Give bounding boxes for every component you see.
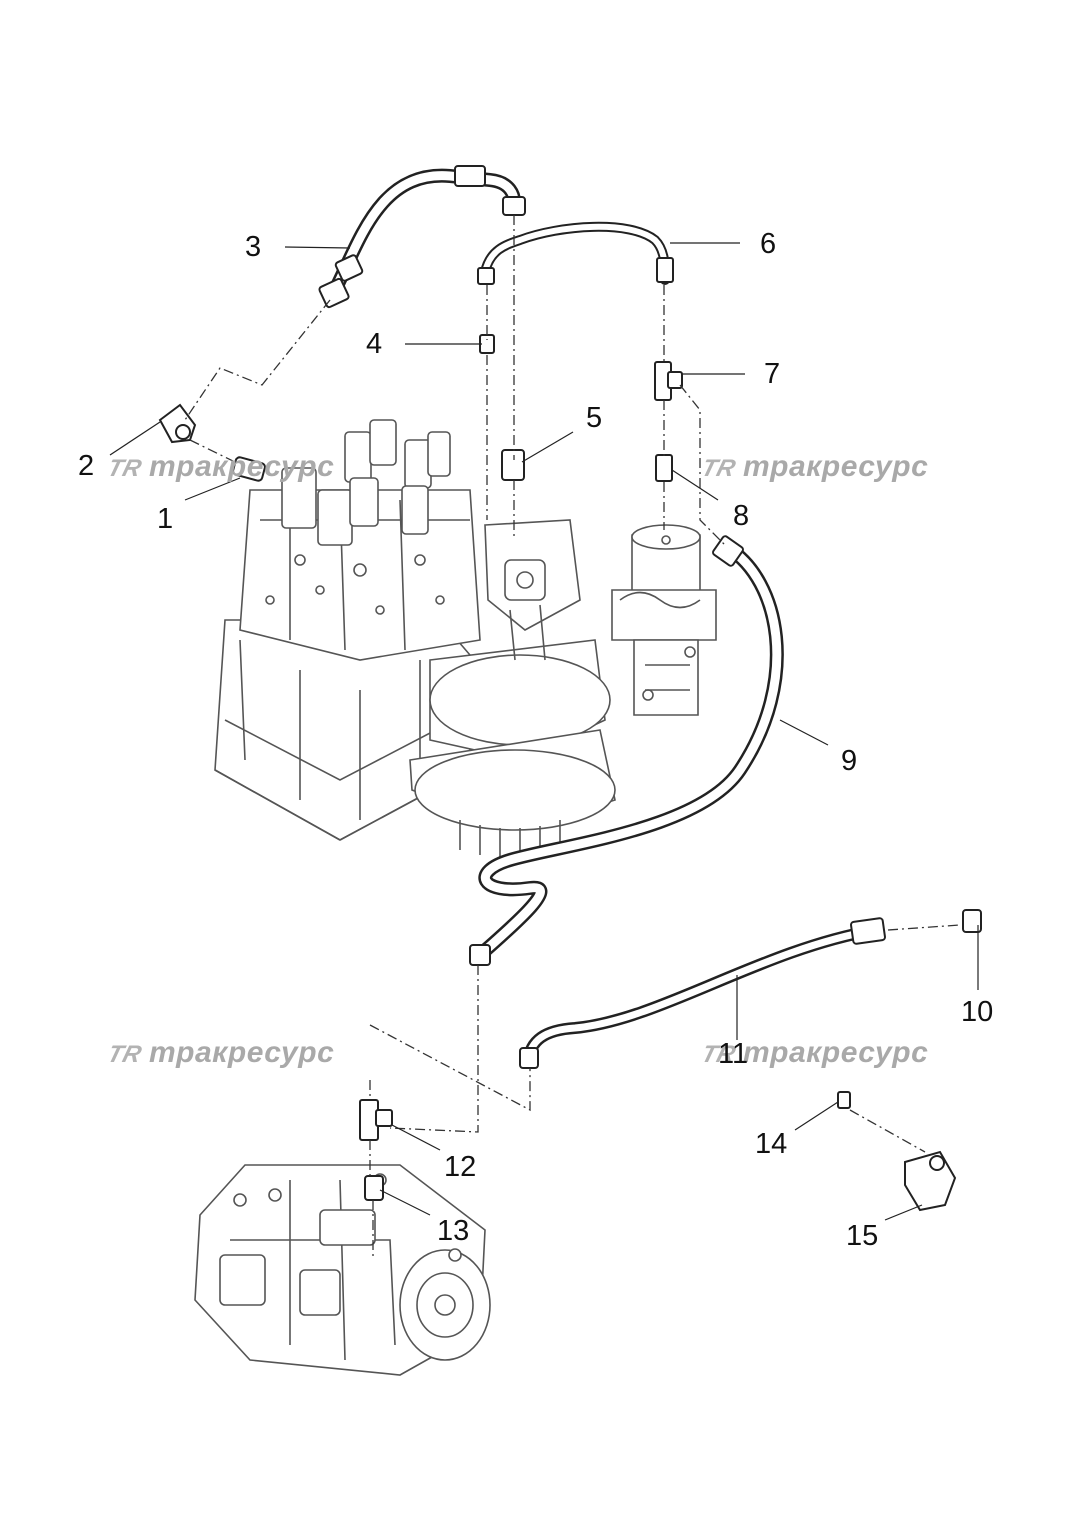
- watermark-logo-icon: TR: [104, 455, 145, 482]
- callout-9: 9: [841, 745, 858, 777]
- callout-6: 6: [760, 228, 777, 260]
- control-valve-assembly: [214, 419, 481, 841]
- callout-1: 1: [157, 503, 174, 535]
- leader-lines: [109, 242, 979, 1221]
- callout-15: 15: [846, 1220, 879, 1252]
- callout-13: 13: [437, 1215, 470, 1247]
- hoses: [328, 168, 881, 1068]
- swivel-joint-assembly: [611, 524, 717, 716]
- watermark-logo-icon: TR: [104, 1041, 145, 1068]
- hose-6: [480, 221, 670, 285]
- callout-3: 3: [245, 231, 262, 263]
- fittings: [158, 165, 982, 1212]
- callout-14: 14: [755, 1128, 788, 1160]
- callout-10: 10: [961, 996, 994, 1028]
- callout-8: 8: [733, 500, 750, 532]
- callout-11: 11: [718, 1038, 749, 1070]
- hydraulic-pump-assembly: [194, 1164, 491, 1376]
- watermark-logo-icon: TR: [698, 455, 739, 482]
- watermark-text: тракресурс: [743, 1036, 929, 1069]
- watermark-text: тракресурс: [743, 450, 929, 483]
- callout-4: 4: [366, 328, 383, 360]
- callout-12: 12: [444, 1151, 477, 1183]
- swing-motor-assembly: [409, 519, 616, 858]
- callout-5: 5: [586, 402, 603, 434]
- assembly-lines: [184, 215, 961, 1260]
- watermark-text: тракресурс: [149, 1036, 335, 1069]
- callout-7: 7: [764, 358, 781, 390]
- callout-2: 2: [78, 450, 95, 482]
- watermark-text: тракресурс: [149, 450, 335, 483]
